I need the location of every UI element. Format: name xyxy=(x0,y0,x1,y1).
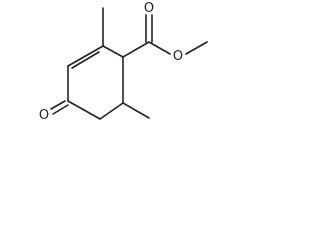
ring-bond-c2-c3-inner xyxy=(71,51,100,69)
ring-bond-c1-c2 xyxy=(102,45,124,58)
ketone-oxygen-label: O xyxy=(39,108,49,123)
ester-bond-c1-ccarbonyl xyxy=(122,41,150,58)
carbonyl-oxygen-label: O xyxy=(144,1,154,16)
ester-bond-o-methyl xyxy=(185,41,208,55)
ring-bond-c5-c6 xyxy=(99,102,124,120)
ester-oxygen-label: O xyxy=(173,49,183,64)
ester-bond-ccarbonyl-o xyxy=(148,41,171,55)
methyl-bond-c6 xyxy=(122,102,150,119)
ketone-double-bond-b xyxy=(52,104,69,115)
chemical-structure-diagram: O O O xyxy=(39,1,208,123)
ketone-double-bond-a xyxy=(50,100,66,110)
ring-bond-c2-c3 xyxy=(67,45,104,67)
ring-bond-c4-c5 xyxy=(67,100,101,120)
